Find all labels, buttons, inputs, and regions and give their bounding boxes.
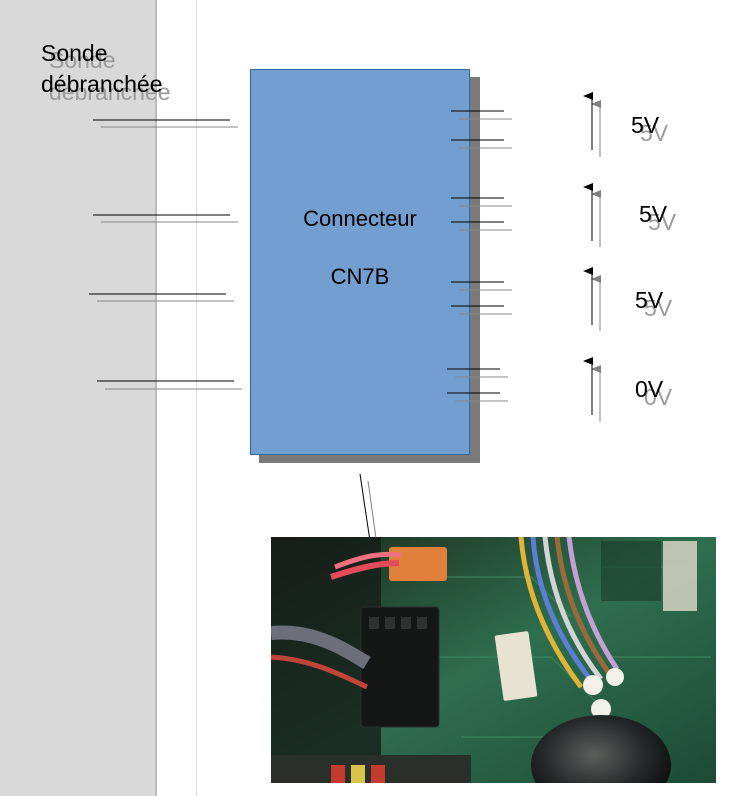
voltage-label-1: 5V xyxy=(631,113,659,137)
left-wire-1 xyxy=(93,120,238,127)
voltage-arrow-3 xyxy=(592,271,600,331)
right-wire-pair-2 xyxy=(451,198,512,230)
voltage-label-3: 5V xyxy=(635,288,663,312)
right-wire-pair-4 xyxy=(447,369,508,401)
right-wire-pair-3 xyxy=(451,282,512,314)
left-wire-2 xyxy=(93,215,238,222)
left-wire-4 xyxy=(97,381,242,389)
voltage-label-2: 5V xyxy=(639,202,667,226)
circuit-board-photo xyxy=(271,537,716,783)
right-wire-pair-1 xyxy=(451,111,512,148)
voltage-arrow-1 xyxy=(592,96,600,157)
voltage-arrow-2 xyxy=(592,187,600,247)
voltage-label-4: 0V xyxy=(635,377,663,401)
left-wire-3 xyxy=(89,294,234,301)
voltage-arrow-4 xyxy=(592,361,600,422)
